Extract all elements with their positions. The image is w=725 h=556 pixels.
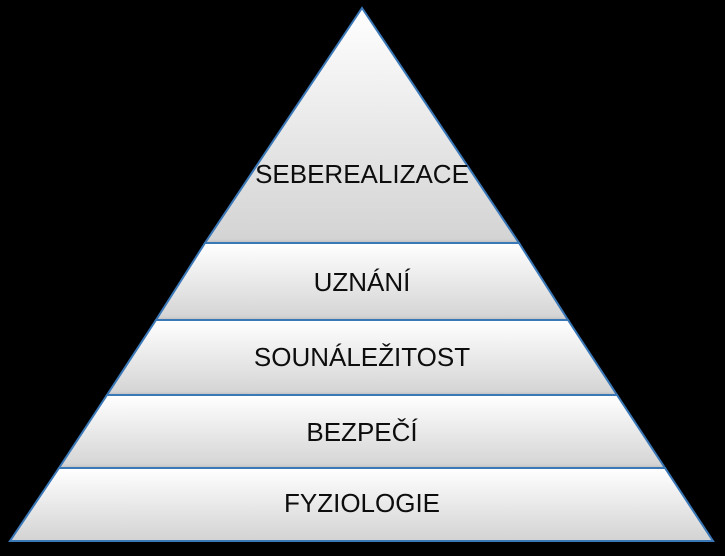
level-shape	[203, 6, 521, 244]
pyramid-level-bezpeci: BEZPEČÍ	[57, 394, 667, 469]
pyramid-level-fyziologie: FYZIOLOGIE	[8, 467, 715, 542]
level-label-sounalezitost: SOUNÁLEŽITOST	[254, 342, 470, 372]
pyramid-level-seberealizace: SEBEREALIZACE	[203, 6, 521, 244]
pyramid-level-sounalezitost: SOUNÁLEŽITOST	[105, 319, 619, 396]
level-label-bezpeci: BEZPEČÍ	[306, 417, 418, 447]
pyramid-level-uznani: UZNÁNÍ	[154, 242, 570, 321]
level-shape	[8, 467, 715, 542]
level-label-seberealizace: SEBEREALIZACE	[255, 159, 469, 189]
level-label-uznani: UZNÁNÍ	[314, 267, 412, 297]
level-label-fyziologie: FYZIOLOGIE	[284, 488, 440, 518]
